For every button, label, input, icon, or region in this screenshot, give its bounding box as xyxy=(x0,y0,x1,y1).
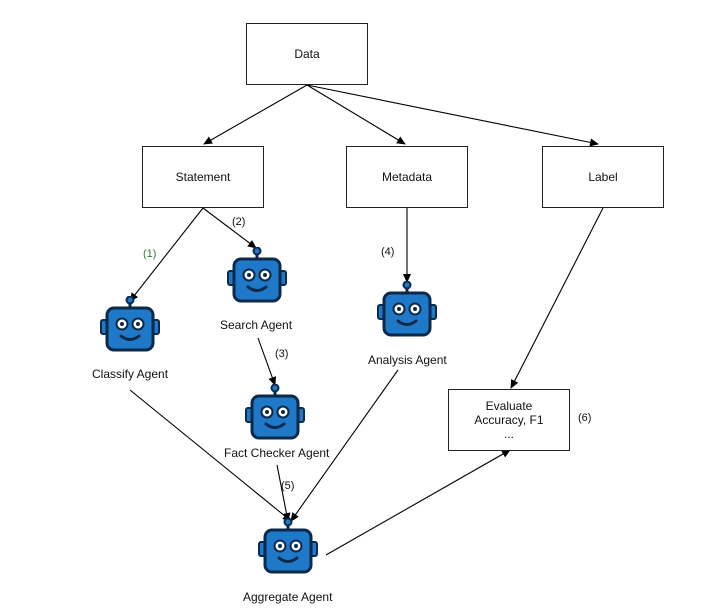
edge-analysis-aggregate xyxy=(290,369,399,522)
evaluate-metrics: Accuracy, F1 xyxy=(474,413,544,427)
metadata-node: Metadata xyxy=(346,146,468,208)
search-robot-icon xyxy=(227,246,287,303)
step-4-label: (4) xyxy=(381,246,395,258)
label-node: Label xyxy=(542,146,664,208)
aggregate-agent-label: Aggregate Agent xyxy=(243,590,333,604)
evaluate-node: Evaluate Accuracy, F1 ... xyxy=(448,389,570,451)
step-2-label: (2) xyxy=(232,216,246,228)
edge-data-metadata xyxy=(306,84,406,145)
edge-statement-search xyxy=(202,207,257,249)
classify-robot-icon xyxy=(100,295,160,352)
data-node: Data xyxy=(246,23,368,85)
edge-statement-classify xyxy=(129,207,204,302)
edge-label-evaluate xyxy=(510,207,604,389)
statement-node: Statement xyxy=(142,146,264,208)
label-node-label: Label xyxy=(588,170,618,184)
evaluate-ellipsis: ... xyxy=(503,427,514,441)
edge-classify-aggregate xyxy=(129,389,292,522)
data-node-label: Data xyxy=(294,47,320,61)
factchecker-agent-label: Fact Checker Agent xyxy=(224,446,330,460)
evaluate-title: Evaluate xyxy=(485,399,533,413)
classify-agent-label: Classify Agent xyxy=(92,367,169,381)
aggregate-robot-icon xyxy=(258,517,318,574)
analysis-agent-label: Analysis Agent xyxy=(368,353,447,367)
edge-data-label xyxy=(306,84,599,147)
step-5-label: (5) xyxy=(281,480,295,492)
step-1-label: (1) xyxy=(143,248,157,260)
metadata-node-label: Metadata xyxy=(381,170,433,184)
search-agent-label: Search Agent xyxy=(220,318,293,332)
edge-data-statement xyxy=(203,84,308,145)
analysis-robot-icon xyxy=(377,280,437,337)
step-3-label: (3) xyxy=(275,348,289,360)
step-6-label: (6) xyxy=(578,412,592,424)
edge-factchecker-aggregate xyxy=(276,464,291,522)
statement-node-label: Statement xyxy=(175,170,231,184)
factchecker-robot-icon xyxy=(245,383,305,440)
edge-aggregate-evaluate xyxy=(325,449,511,556)
edge-search-factchecker xyxy=(257,337,277,386)
